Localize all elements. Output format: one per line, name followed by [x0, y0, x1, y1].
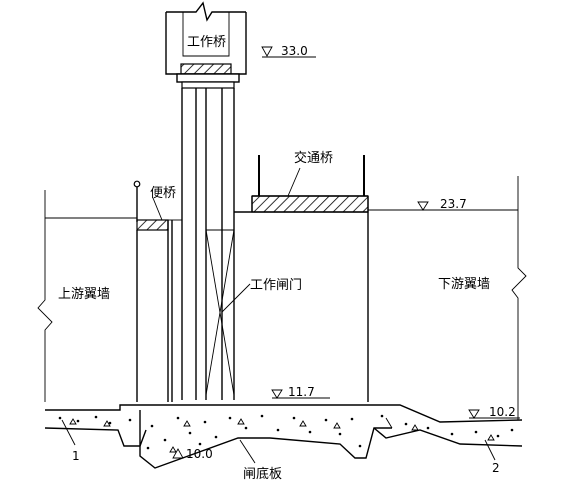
elevation-11-7-label: 11.7 — [288, 385, 315, 399]
traffic-bridge — [234, 155, 369, 402]
marker-2: 2 — [492, 461, 500, 475]
upstream-wing-wall-label: 上游翼墙 — [58, 287, 110, 302]
floor-slab-leader — [239, 439, 256, 464]
elevation-marker-11-7 — [271, 389, 330, 399]
elevation-10-0-label: 10.0 — [186, 447, 213, 461]
gate-pier — [181, 88, 235, 400]
traffic-bridge-label: 交通桥 — [294, 150, 333, 166]
elevation-marker-33 — [261, 46, 316, 58]
marker-1: 1 — [72, 449, 80, 463]
elevation-marker-23-7 — [417, 201, 429, 211]
service-bridge-label: 便桥 — [150, 186, 176, 201]
upstream-wing-wall — [37, 190, 53, 402]
service-bridge — [133, 180, 182, 402]
work-bridge — [165, 1, 247, 89]
marker-2-leader — [484, 439, 496, 461]
downstream-wing-wall-label: 下游翼墙 — [438, 277, 490, 292]
floor-slab-label: 闸底板 — [243, 466, 282, 482]
elevation-10-2-label: 10.2 — [489, 405, 516, 419]
floor-slab — [44, 404, 523, 469]
elevation-marker-10-0 — [172, 448, 184, 459]
elevation-33-label: 33.0 — [281, 44, 308, 58]
work-gate-label: 工作闸门 — [250, 278, 302, 293]
elevation-23-7-label: 23.7 — [440, 197, 467, 211]
work-gate-leader — [221, 283, 251, 313]
water-surface — [45, 209, 518, 219]
downstream-wing-wall — [511, 176, 527, 420]
work-bridge-label: 工作桥 — [187, 35, 226, 50]
elevation-marker-10-2 — [468, 409, 520, 419]
marker-1-leader — [61, 419, 76, 446]
